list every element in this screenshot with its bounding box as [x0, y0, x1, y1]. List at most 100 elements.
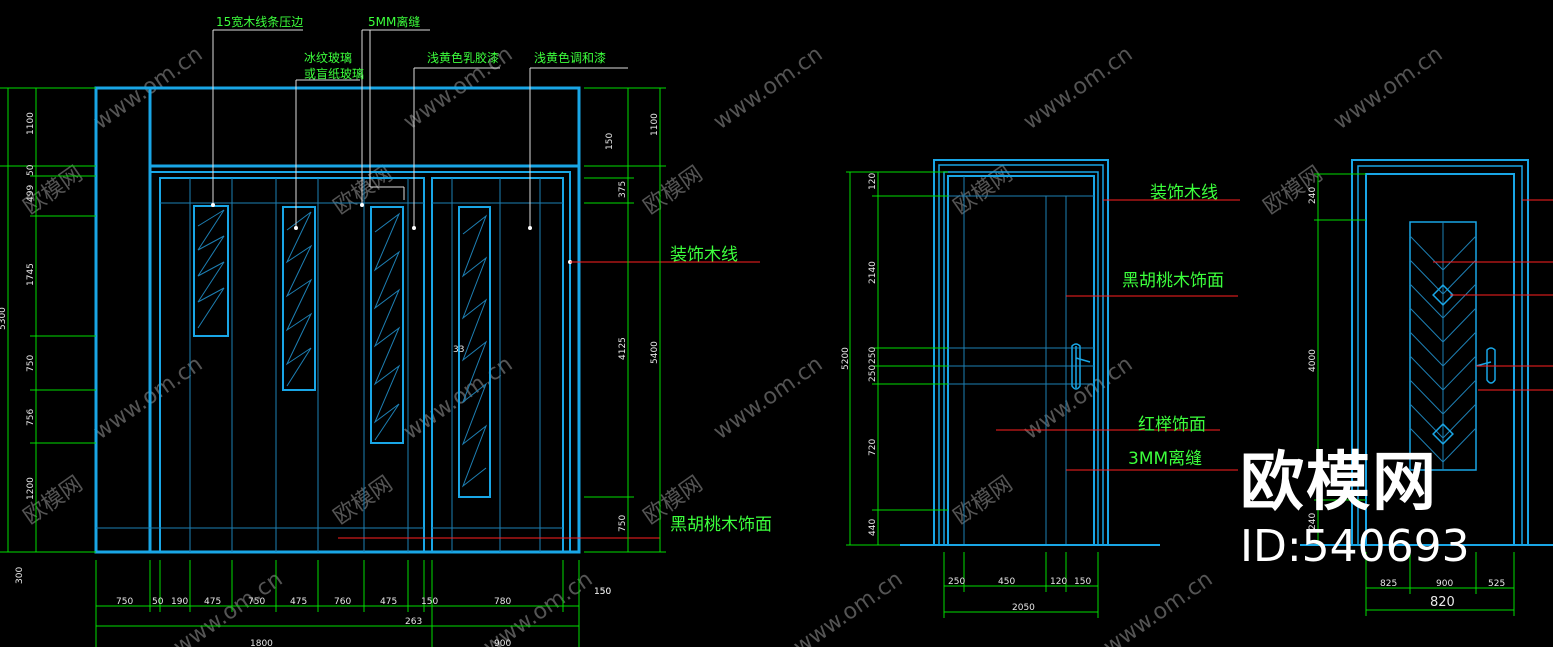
watermark-brand: 欧模网	[329, 472, 397, 530]
door3-dim-lines	[1314, 173, 1515, 616]
watermark-brand: 欧模网	[949, 472, 1017, 530]
dim-value: 1745	[26, 263, 36, 286]
door-elevation-3	[1300, 159, 1553, 546]
frame-left	[149, 171, 571, 552]
dim-value: 750	[26, 355, 36, 372]
dim-value: 1100	[650, 113, 660, 136]
watermark-url: www.om.cn	[1329, 42, 1447, 135]
label-gap-5mm: 5MM离缝	[368, 14, 420, 29]
watermark-url: www.om.cn	[789, 567, 907, 647]
dim-value: 756	[26, 409, 36, 426]
dim-value: 900	[1436, 579, 1453, 589]
watermark-brand: 欧模网	[949, 162, 1017, 220]
dim-value: 250	[868, 347, 878, 364]
brand-name: 欧模网	[1240, 446, 1438, 520]
dim-value: 720	[868, 439, 878, 456]
label-deco-line: 装饰木线	[1150, 183, 1218, 203]
dim-value: 825	[1380, 579, 1397, 589]
dim-total: 2050	[1012, 603, 1035, 613]
watermark-url: www.om.cn	[1019, 42, 1137, 135]
dim-value: 150	[594, 587, 611, 597]
elevation-wall: 33	[94, 86, 581, 554]
dim-value: 240	[1308, 187, 1318, 204]
dim-value: 499	[26, 185, 36, 202]
door2-leaders: 装饰木线 黑胡桃木饰面 红榉饰面 3MM离缝	[996, 183, 1240, 471]
door3-leaders	[1433, 199, 1553, 391]
dim-value: 1200	[26, 477, 36, 500]
dim-value: 375	[618, 181, 628, 198]
dim-value: 4125	[618, 337, 628, 360]
label-ice-glass-1: 冰纹玻璃	[304, 51, 352, 65]
dim-total: 5200	[841, 347, 851, 370]
glass-strip-4	[458, 206, 491, 498]
dim-value: 50	[152, 597, 164, 607]
label-blend-paint: 浅黄色调和漆	[534, 51, 606, 65]
dim-value: 750	[116, 597, 133, 607]
watermark-brand: 欧模网	[329, 162, 397, 220]
brand-overlay: 欧模网 ID:540693	[1240, 445, 1540, 573]
dim-value: 760	[334, 597, 351, 607]
dim-value: 150	[605, 133, 615, 150]
door2-dim-lines	[846, 171, 1099, 618]
dim-value: 120	[868, 173, 878, 190]
label-beech-face: 红榉饰面	[1138, 415, 1206, 435]
dim-total: 5400	[650, 341, 660, 364]
chevron-pattern	[1409, 235, 1477, 463]
dim-value: 525	[1488, 579, 1505, 589]
door-handle-3	[1475, 347, 1496, 384]
dim-value: 475	[204, 597, 221, 607]
dim-total: 820	[1430, 595, 1455, 610]
label-walnut-face: 黑胡桃木饰面	[670, 515, 772, 535]
label-gap-3mm: 3MM离缝	[1128, 449, 1202, 469]
dim-total: 1800	[250, 639, 273, 647]
dim-value: 750	[248, 597, 265, 607]
dim-value: 1100	[26, 112, 36, 135]
elevation-top-labels	[212, 29, 628, 228]
dim-total: 5300	[0, 307, 8, 330]
glass-strip-2	[282, 206, 316, 391]
dim-value: 150	[421, 597, 438, 607]
dim-value: 450	[998, 577, 1015, 587]
elev-dim-bottom-labels: 750 50 190 475 750 475 760 475 150 780 1…	[116, 587, 611, 647]
dim-value: 750	[618, 515, 628, 532]
dim-value: 120	[1050, 577, 1067, 587]
glass-strip-1	[193, 205, 229, 337]
watermarks: www.om.cn www.om.cn www.om.cn www.om.cn …	[19, 42, 1447, 647]
dim-value: 780	[494, 597, 511, 607]
dim-total: 900	[494, 639, 511, 647]
dim-value: 2140	[868, 261, 878, 284]
dim-value: 50	[26, 164, 36, 176]
wall-outline	[94, 86, 581, 554]
dim-value: 190	[171, 597, 188, 607]
dim-value: 440	[868, 519, 878, 536]
label-latex-paint: 浅黄色乳胶漆	[427, 50, 499, 65]
door-handle-2	[1071, 343, 1091, 390]
dim-value: 250	[948, 577, 965, 587]
dim-value: 4000	[1308, 349, 1318, 372]
door-leaf-left	[159, 177, 425, 553]
watermark-url: www.om.cn	[1099, 567, 1217, 647]
dim-value: 150	[594, 587, 611, 597]
dim-value: 300	[15, 567, 25, 584]
door3-dim-labels: 240 4000 240 825 900 525 820	[1308, 187, 1505, 610]
glass-strip-3	[370, 206, 404, 444]
door-mark: 33	[453, 345, 464, 355]
watermark-brand: 欧模网	[639, 162, 707, 220]
brand-id: ID:540693	[1240, 521, 1470, 572]
dim-value: 250	[868, 365, 878, 382]
elev-dim-right-labels: 1100 150 375 4125 750 150 5400	[594, 113, 660, 597]
door2-dim-labels: 120 2140 250 250 720 440 5200 250 450 12…	[841, 173, 1091, 613]
dim-value: 240	[1308, 513, 1318, 530]
watermark-url: www.om.cn	[709, 352, 827, 445]
label-deco-line: 装饰木线	[670, 245, 738, 265]
door-leaf-right	[431, 177, 564, 553]
label-edge-strip: 15宽木线条压边	[216, 14, 303, 29]
watermark-url: www.om.cn	[709, 42, 827, 135]
label-ice-glass-2: 或盲纸玻璃	[304, 66, 364, 81]
door-elevation-2	[900, 159, 1160, 546]
label-walnut-face: 黑胡桃木饰面	[1122, 271, 1224, 291]
dim-value: 475	[380, 597, 397, 607]
dim-total: 263	[405, 617, 422, 627]
dim-value: 150	[1074, 577, 1091, 587]
